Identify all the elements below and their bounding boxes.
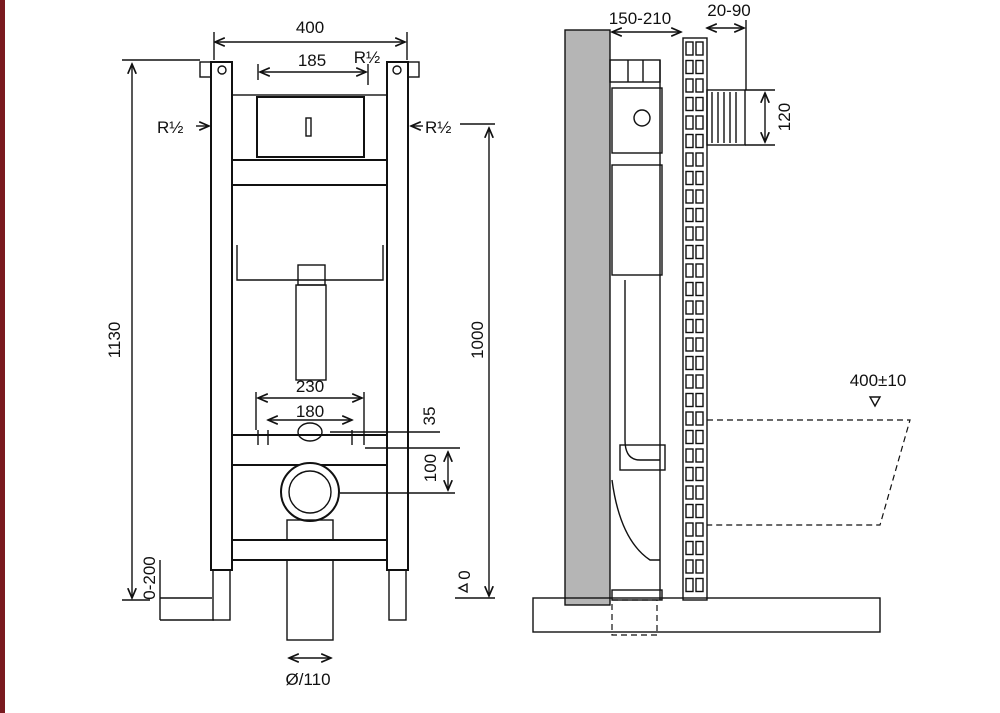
panel-tile xyxy=(695,522,704,537)
panel-tile xyxy=(685,189,694,204)
dim-width-total: 400 xyxy=(296,18,324,37)
panel-tile xyxy=(685,152,694,167)
label-inlet-top: R½ xyxy=(354,48,380,67)
dim-bolt-outer: 230 xyxy=(296,377,324,396)
panel-tile xyxy=(695,411,704,426)
panel-tile xyxy=(695,41,704,56)
panel-tile xyxy=(695,244,704,260)
panel-tile xyxy=(695,577,704,593)
panel-tile xyxy=(695,503,704,519)
panel-tile xyxy=(685,522,694,537)
panel-tile xyxy=(685,96,694,112)
page-edge-bar xyxy=(0,0,5,713)
dim-wall-distance: 150-210 xyxy=(609,9,671,28)
dim-bolt-offset: 35 xyxy=(420,407,439,426)
panel-tile xyxy=(695,429,704,445)
dim-panel-depth: 20-90 xyxy=(707,1,750,20)
panel-tile xyxy=(695,207,704,223)
panel-tile xyxy=(685,374,694,389)
panel-tile xyxy=(695,559,704,574)
panel-tile xyxy=(695,263,704,278)
panel-tile xyxy=(695,485,704,500)
top-crossbar xyxy=(231,159,388,186)
panel-tile xyxy=(685,540,694,556)
wall-panel-tiles xyxy=(685,41,704,593)
drain-connector xyxy=(280,462,340,522)
label-inlet-left: R½ xyxy=(157,118,183,137)
panel-tile xyxy=(685,318,694,334)
panel-tile xyxy=(695,133,704,149)
front-view: 400 185 R½ R½ R½ 1130 1000 230 180 35 10… xyxy=(105,18,495,689)
flush-spigot xyxy=(706,89,746,146)
dim-flush-width: 185 xyxy=(298,51,326,70)
panel-tile xyxy=(695,189,704,204)
panel-tile xyxy=(685,41,694,56)
panel-tile xyxy=(695,318,704,334)
panel-tile xyxy=(695,392,704,408)
panel-tile xyxy=(695,300,704,315)
panel-tile xyxy=(695,540,704,556)
panel-tile xyxy=(695,78,704,93)
panel-tile xyxy=(685,337,694,352)
panel-tile xyxy=(695,96,704,112)
panel-tile xyxy=(695,226,704,241)
dim-bolt-inner: 180 xyxy=(296,402,324,421)
label-floor-level: 0 xyxy=(455,570,474,579)
panel-tile xyxy=(685,170,694,186)
panel-tile xyxy=(685,503,694,519)
panel-tile xyxy=(685,263,694,278)
panel-tile xyxy=(685,300,694,315)
panel-tile xyxy=(685,244,694,260)
panel-tile xyxy=(685,355,694,371)
panel-tile xyxy=(695,466,704,482)
panel-tile xyxy=(685,448,694,463)
panel-tile xyxy=(695,115,704,130)
right-post xyxy=(386,61,409,571)
panel-tile xyxy=(685,226,694,241)
panel-tile xyxy=(685,411,694,426)
cistern-side xyxy=(611,164,663,276)
dim-drain-diameter: Ø/110 xyxy=(285,670,330,689)
panel-tile xyxy=(685,429,694,445)
dim-spigot-height: 120 xyxy=(775,103,794,131)
panel-tile xyxy=(695,281,704,297)
dim-foot-adjust: 0-200 xyxy=(140,556,159,599)
panel-tile xyxy=(695,374,704,389)
panel-tile xyxy=(695,448,704,463)
bottom-crossbar xyxy=(231,539,388,561)
panel-tile xyxy=(685,59,694,75)
panel-tile xyxy=(685,466,694,482)
bowl-outline xyxy=(707,419,911,526)
panel-tile xyxy=(685,115,694,130)
wall xyxy=(564,29,611,606)
panel-tile xyxy=(695,59,704,75)
panel-tile xyxy=(685,392,694,408)
panel-tile xyxy=(695,355,704,371)
panel-tile xyxy=(685,577,694,593)
panel-tile xyxy=(695,152,704,167)
panel-tile xyxy=(685,281,694,297)
dim-height-total: 1130 xyxy=(105,322,124,359)
panel-tile xyxy=(685,207,694,223)
flush-pipe xyxy=(295,284,327,381)
label-inlet-right: R½ xyxy=(425,118,451,137)
floor-level-marker xyxy=(457,582,468,594)
panel-tile xyxy=(685,133,694,149)
side-view: 150-210 20-90 120 400±10 xyxy=(532,1,911,636)
panel-tile xyxy=(685,559,694,574)
panel-tile xyxy=(695,337,704,352)
drain-pipe xyxy=(286,519,334,641)
dim-height-frame: 1000 xyxy=(468,321,487,359)
dim-drain-height: 100 xyxy=(421,454,440,482)
dim-seat-height: 400±10 xyxy=(850,371,907,390)
panel-tile xyxy=(695,170,704,186)
seat-height-marker xyxy=(868,396,882,408)
left-post xyxy=(210,61,233,571)
panel-tile xyxy=(685,485,694,500)
panel-tile xyxy=(685,78,694,93)
panel xyxy=(682,37,708,601)
